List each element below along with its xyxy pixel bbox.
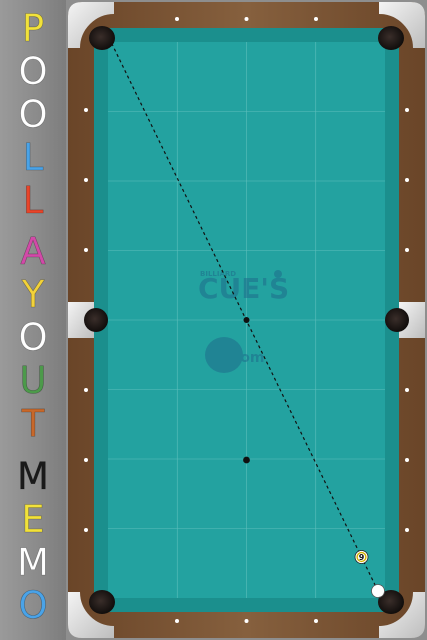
title-letter: O bbox=[18, 316, 48, 359]
cue-ball[interactable] bbox=[371, 584, 385, 598]
rail-diamond bbox=[405, 178, 409, 182]
rail-diamond bbox=[84, 178, 88, 182]
rail-diamond bbox=[175, 619, 179, 623]
rail-diamond bbox=[405, 248, 409, 252]
foot-spot bbox=[243, 456, 250, 464]
logo-swoosh-icon bbox=[205, 337, 243, 373]
title-letter: M bbox=[17, 541, 50, 584]
logo-figure-icon bbox=[274, 270, 282, 278]
rail-diamond bbox=[314, 17, 318, 21]
title-letter: U bbox=[19, 359, 47, 402]
rail-diamonds bbox=[84, 17, 409, 623]
rail-diamond bbox=[84, 528, 88, 532]
rail-diamond bbox=[405, 108, 409, 112]
corner-pieces bbox=[68, 2, 425, 638]
pocket-bottom-left bbox=[89, 590, 115, 614]
cushion-top bbox=[96, 28, 397, 42]
title-letter: O bbox=[18, 93, 48, 136]
rail-diamond bbox=[244, 619, 249, 623]
rail-diamond bbox=[244, 17, 249, 21]
title-letter: T bbox=[21, 402, 45, 445]
nine-ball-label: 9 bbox=[359, 553, 365, 562]
pockets bbox=[84, 26, 409, 614]
rail-diamond bbox=[405, 458, 409, 462]
pocket-bottom-right bbox=[378, 590, 404, 614]
title-letter: L bbox=[22, 179, 44, 222]
rail-diamond bbox=[84, 388, 88, 392]
rail-diamond bbox=[314, 619, 318, 623]
logo-main-text: CUE'S bbox=[198, 272, 289, 305]
title-letter: O bbox=[18, 50, 48, 93]
title-letter: M bbox=[17, 455, 50, 498]
nine-ball[interactable]: 9 bbox=[354, 550, 369, 564]
logo-sub-text: com bbox=[232, 350, 265, 366]
cushion-bottom bbox=[96, 598, 397, 612]
title-letter: P bbox=[21, 7, 45, 50]
pocket-middle-left bbox=[84, 308, 108, 332]
logo-small-text: BILLIARD bbox=[200, 270, 236, 278]
table-canvas[interactable]: BILLIARD CUE'S com 9 bbox=[66, 0, 427, 640]
rail-diamond bbox=[405, 388, 409, 392]
pool-table[interactable]: BILLIARD CUE'S com 9 bbox=[66, 0, 427, 640]
rail-diamond bbox=[84, 108, 88, 112]
pocket-middle-right bbox=[385, 308, 409, 332]
title-letter: E bbox=[21, 498, 45, 541]
rail-diamond bbox=[405, 528, 409, 532]
pocket-top-right bbox=[378, 26, 404, 50]
rail-diamond bbox=[84, 248, 88, 252]
title-letter: O bbox=[18, 584, 48, 627]
title-letter: L bbox=[22, 136, 44, 179]
rail-diamond bbox=[175, 17, 179, 21]
table-logo: BILLIARD CUE'S com bbox=[198, 270, 289, 373]
rail-diamond bbox=[84, 458, 88, 462]
title-letter: A bbox=[20, 230, 46, 273]
pocket-top-left bbox=[89, 26, 115, 50]
shot-aim-line bbox=[111, 43, 379, 592]
title-letter: Y bbox=[21, 273, 45, 316]
